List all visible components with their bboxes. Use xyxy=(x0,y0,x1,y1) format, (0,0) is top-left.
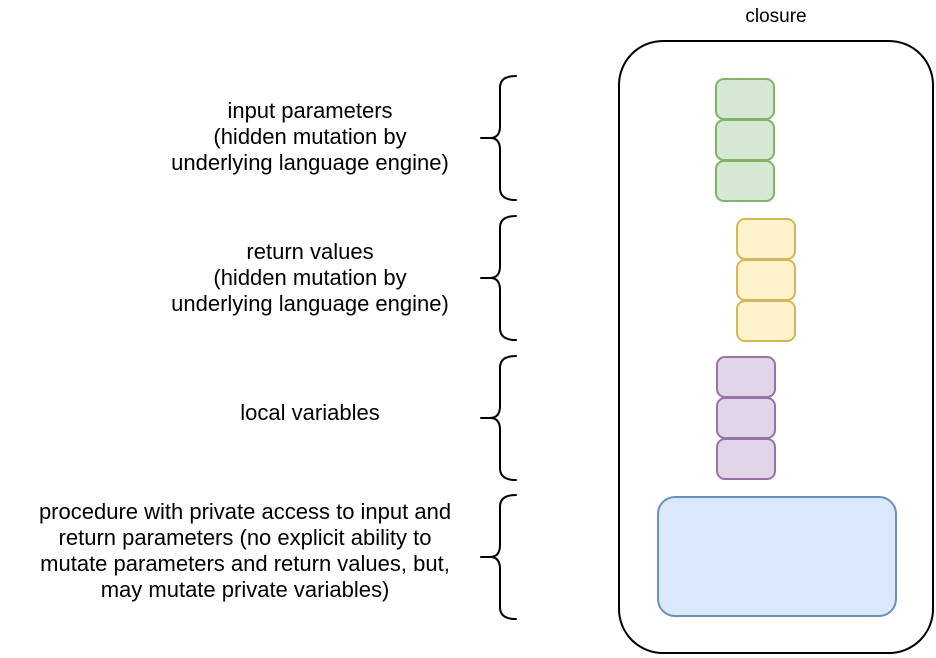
return-value-box xyxy=(736,259,796,301)
input-parameter-box xyxy=(715,119,775,161)
input-parameter-box xyxy=(715,160,775,202)
curly-brace-icon-input-parameters xyxy=(480,74,517,202)
closure-title: closure xyxy=(745,6,807,27)
curly-brace-icon-local-variables xyxy=(480,354,517,482)
label-input-parameters: input parameters (hidden mutation by und… xyxy=(171,98,449,175)
return-value-box xyxy=(736,300,796,342)
curly-brace-icon-procedure xyxy=(480,493,517,621)
label-local-variables: local variables xyxy=(240,400,380,425)
input-parameter-box xyxy=(715,78,775,120)
local-variable-box xyxy=(716,397,776,439)
label-procedure: procedure with private access to input a… xyxy=(38,499,452,602)
return-value-box xyxy=(736,218,796,260)
local-variable-box xyxy=(716,438,776,480)
label-return-values: return values (hidden mutation by underl… xyxy=(171,239,449,316)
procedure-box xyxy=(657,496,897,617)
local-variable-box xyxy=(716,356,776,398)
curly-brace-icon-return-values xyxy=(480,214,517,342)
